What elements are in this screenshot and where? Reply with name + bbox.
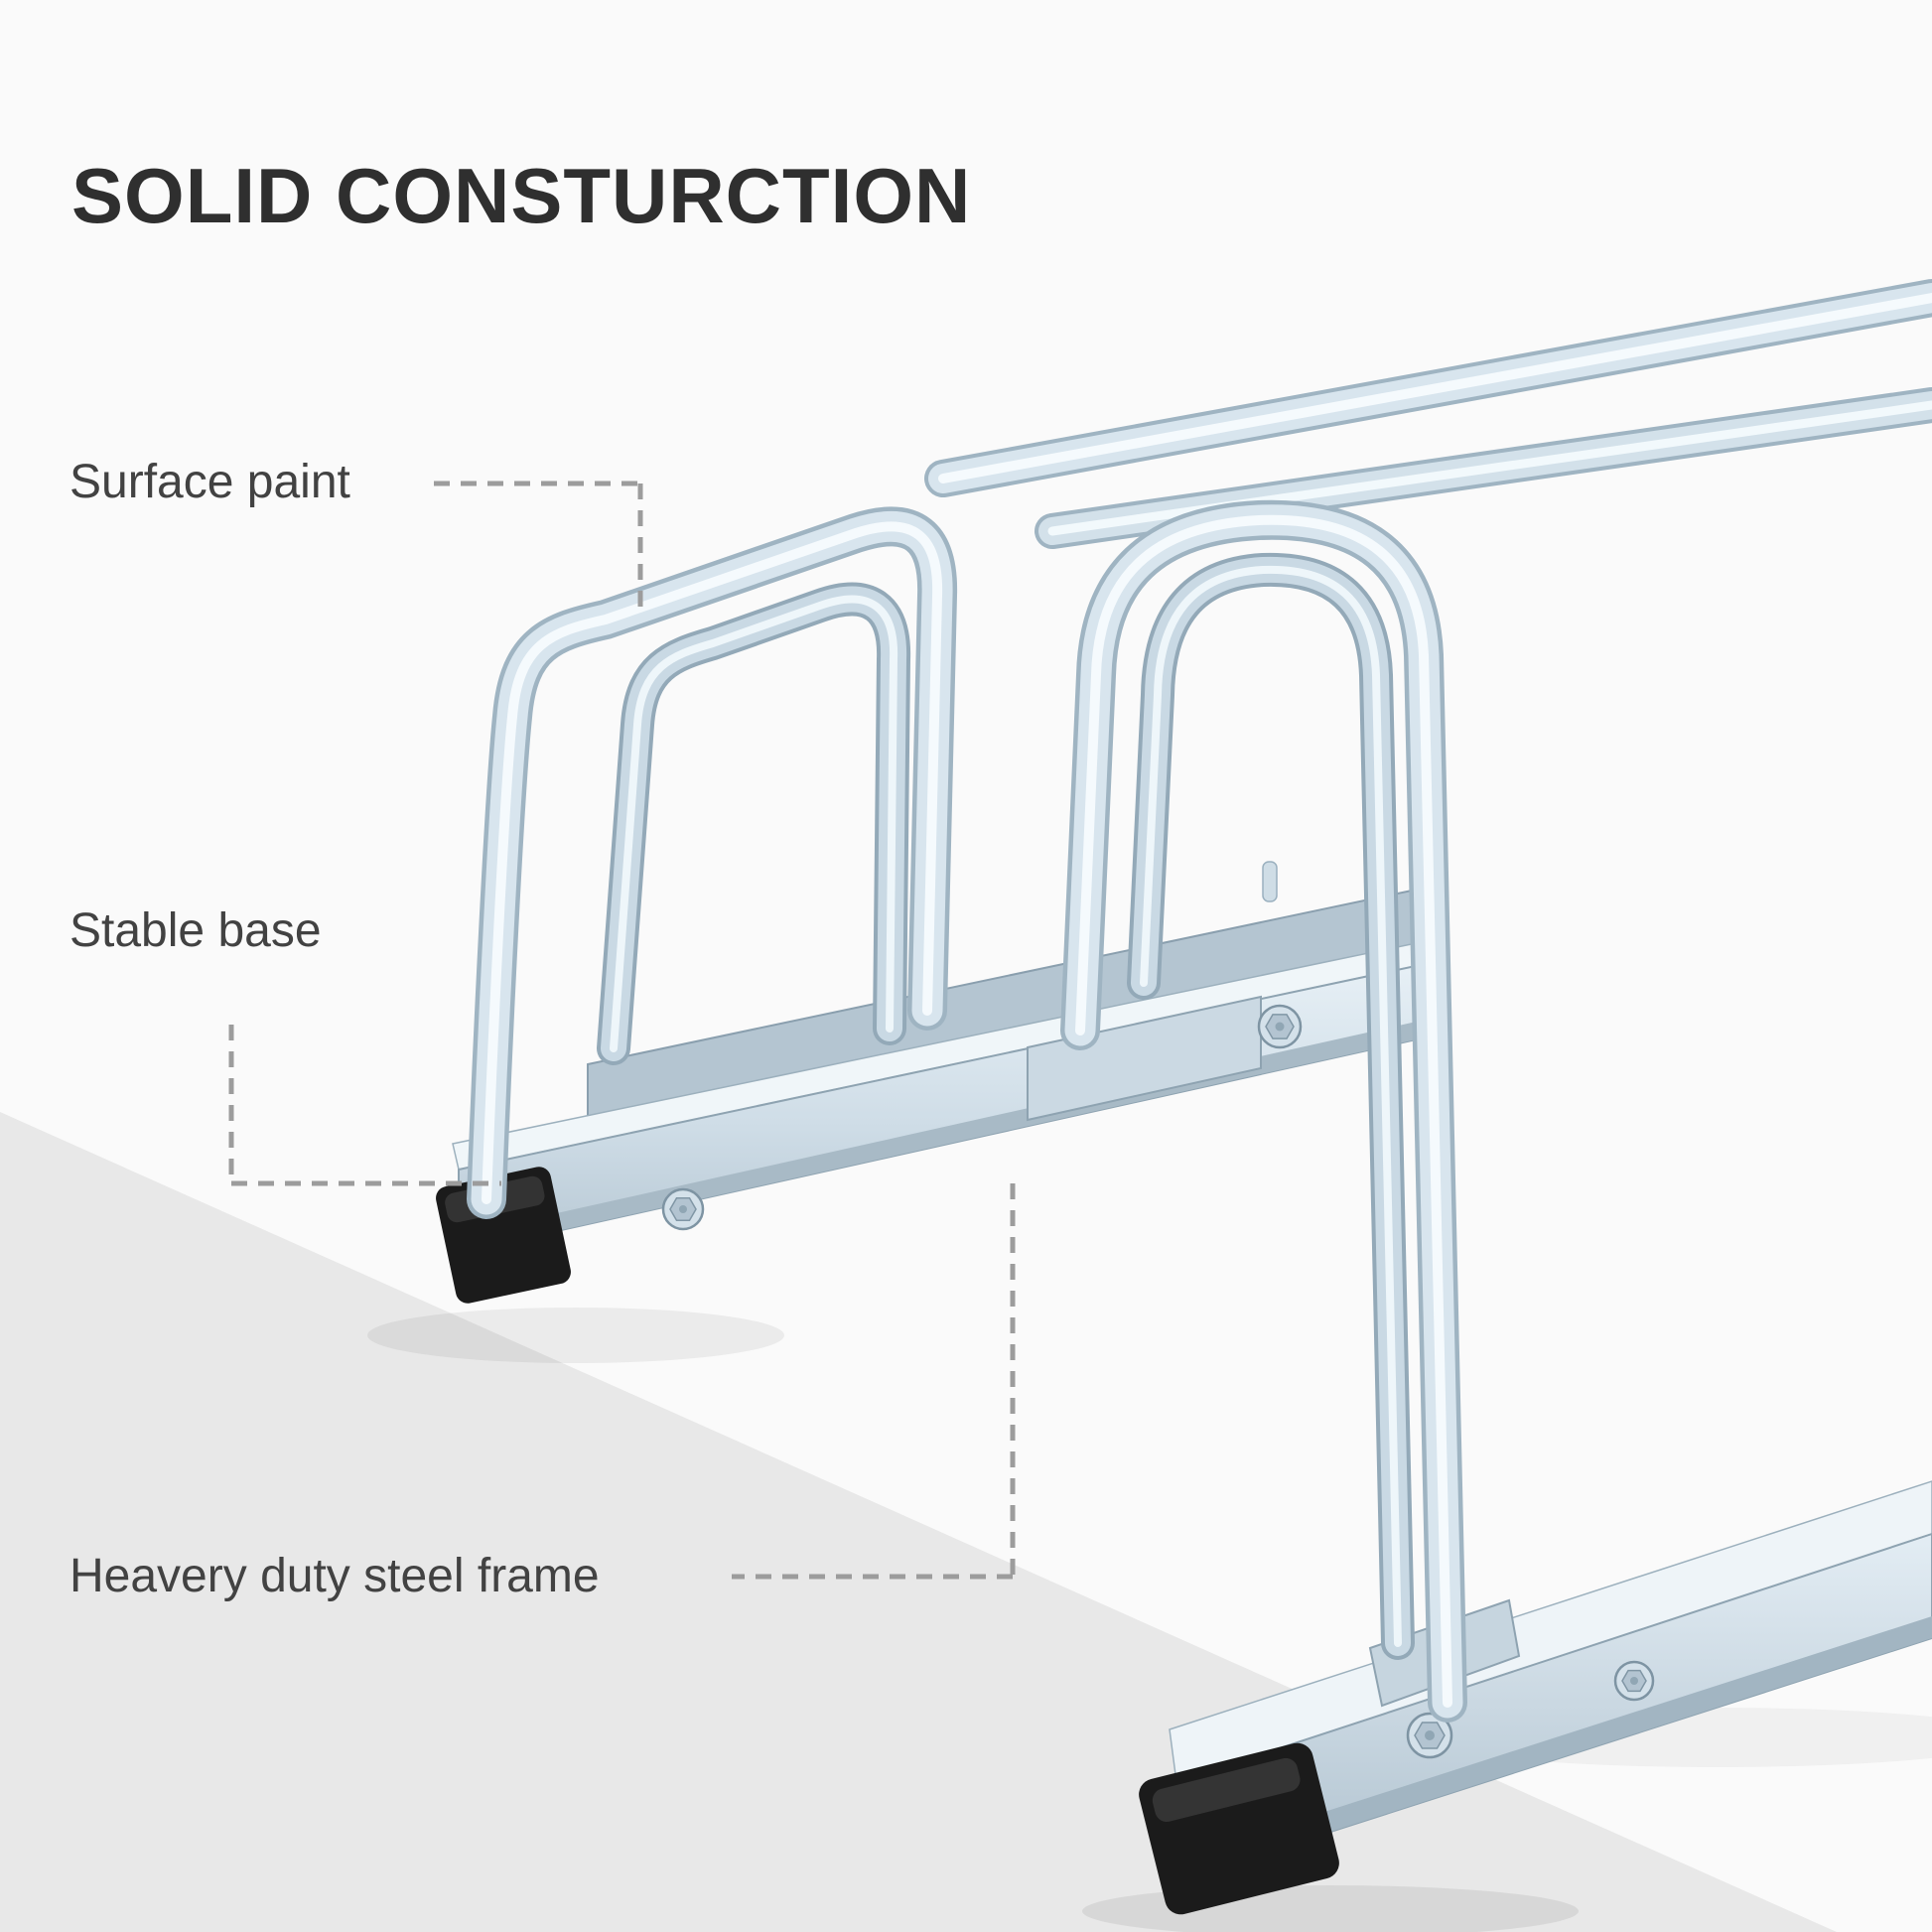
long-rail-tubes xyxy=(924,279,1932,549)
ground-rail-rear xyxy=(452,861,1431,1255)
hex-bolt xyxy=(1406,1712,1453,1759)
leader-line-surface-paint xyxy=(434,481,643,618)
page-title: SOLID CONSTURCTION xyxy=(71,152,972,239)
rubber-end-cap-right xyxy=(1139,1742,1339,1915)
hex-bolt xyxy=(1257,1004,1303,1049)
hoop-left-rear-tube xyxy=(597,582,911,1065)
leader-line-stable-base xyxy=(228,1025,501,1186)
hoop-left-front-tube xyxy=(467,506,958,1219)
annotation-surface-paint: Surface paint xyxy=(69,456,350,508)
hoop-right-rear-tube xyxy=(1127,552,1415,1660)
leader-line-steel-frame xyxy=(732,1183,1016,1580)
floor xyxy=(0,1112,1837,1932)
annotation-stable-base: Stable base xyxy=(69,904,322,957)
annotation-steel-frame: Heavery duty steel frame xyxy=(69,1550,600,1602)
hex-bolt xyxy=(661,1187,705,1231)
hex-bolt xyxy=(1613,1660,1655,1702)
leader-lines xyxy=(228,481,1016,1580)
hoop-right-front-tube xyxy=(1060,499,1467,1723)
ground-rail-front xyxy=(1169,1480,1932,1883)
